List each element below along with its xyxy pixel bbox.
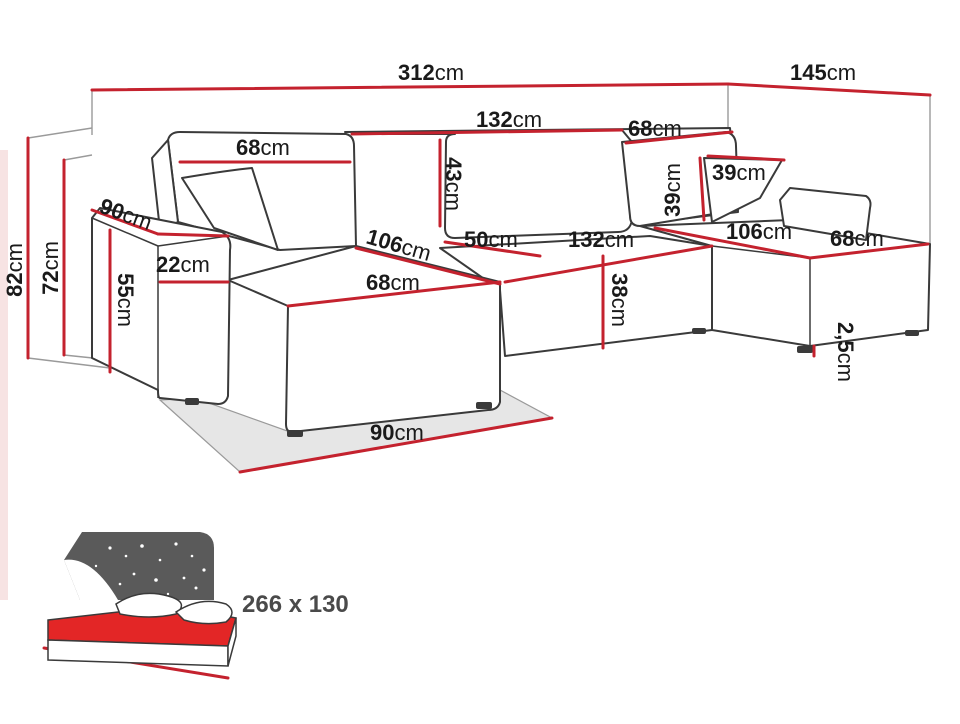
dimension-lines [26,82,932,680]
pillow-height-label: 39cm [660,163,685,217]
inner-height-label: 72cm [38,241,63,295]
right-seat-depth-label: 106cm [726,219,792,244]
left-back-width-label: 68cm [236,135,290,160]
stars-icon [94,542,206,596]
arm-width-label: 22cm [156,252,210,277]
right-back-width-label: 68cm [628,116,682,141]
arm-height-label: 55cm [113,273,138,327]
bed-size-label: 266 x 130 [242,591,349,618]
seat-depth-label: 50cm [464,227,518,252]
bed-pillow-icon [115,592,183,618]
leg-height-label: 2,5cm [833,322,858,382]
left-seat-width-label: 68cm [366,270,420,295]
left-edge-strip [0,150,8,600]
center-back-width-label: 132cm [476,107,542,132]
bed-function-icon [47,532,237,667]
pillow-width-label: 39cm [712,160,766,185]
right-seat-width-label: 68cm [830,226,884,251]
seat-height-label: 38cm [607,273,632,327]
center-seat-width-label: 132cm [568,227,634,252]
chaise-depth-label: 145cm [790,60,856,85]
back-height-label: 43cm [441,157,466,211]
total-width-label: 312cm [398,60,464,85]
total-height-label: 82cm [2,243,27,297]
front-width-label: 90cm [370,420,424,445]
